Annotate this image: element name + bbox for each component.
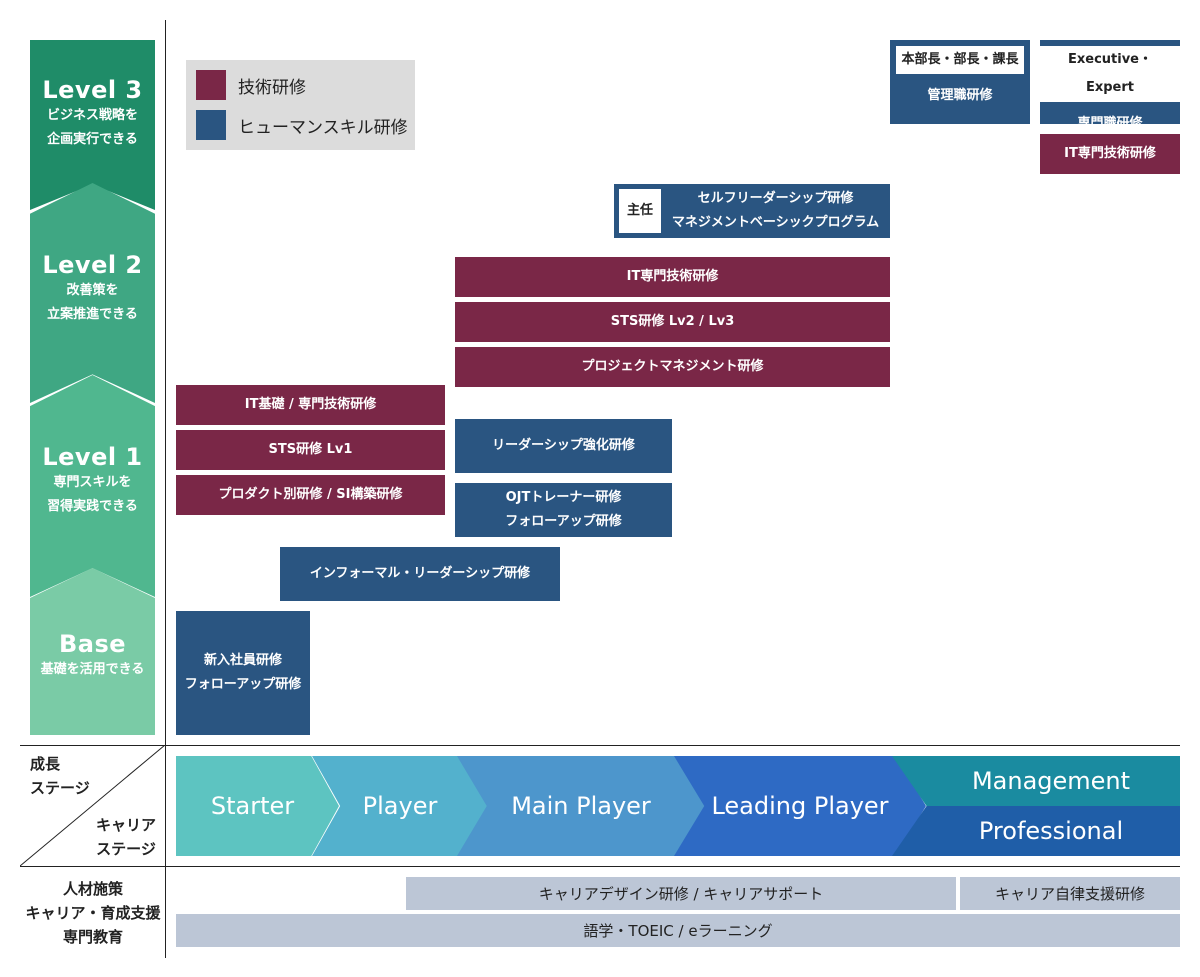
horizontal-divider-top [20,745,1180,746]
expert-tag: Executive・Expert [1040,46,1180,102]
level-3-desc-2: 企画実行できる [47,132,138,147]
hr-policy-line-3: 専門教育 [62,928,123,946]
level-base-desc: 基礎を活用できる [40,662,145,677]
level-2-arrow: Level 2 改善策を 立案推進できる [30,183,155,403]
it-specialist-box: IT専門技術研修 [455,257,890,297]
new-hire-line-1: 新入社員研修 [203,653,282,668]
stage-professional: Professional [892,806,1180,856]
legend-label-tech: 技術研修 [238,77,306,98]
horizontal-divider-bottom [20,866,1180,867]
ojt-trainer-box: OJTトレーナー研修 フォローアップ研修 [455,483,672,537]
chief-course-lines: セルフリーダーシップ研修 マネジメントベーシックプログラム [661,187,890,235]
level-1-desc-1: 専門スキルを [53,475,132,490]
ojt-line-1: OJTトレーナー研修 [505,490,622,505]
management-course-label: 管理職研修 [927,88,993,103]
diagonal-divider [20,745,166,867]
language-box: 語学・TOEIC / eラーニング [176,914,1180,947]
project-management-box: プロジェクトマネジメント研修 [455,347,890,387]
chief-course-line-2: マネジメントベーシックプログラム [671,215,880,230]
leadership-box: リーダーシップ強化研修 [455,419,672,473]
stage-starter: Starter [176,756,339,856]
expert-course-label: 専門職研修 [1077,116,1143,131]
growth-stage-label: 成長 ステージ [30,752,90,800]
stage-leading-player: Leading Player [674,756,926,856]
hr-policy-line-2: キャリア・育成支援 [25,904,161,922]
level-1-desc-2: 習得実践できる [47,499,138,514]
legend-swatch-human [196,110,226,140]
new-hire-box: 新入社員研修 フォローアップ研修 [176,611,310,735]
management-tag: 本部長・部長・課長 [896,46,1024,74]
vertical-divider [165,20,166,958]
chief-course-line-1: セルフリーダーシップ研修 [697,191,854,206]
level-3-desc-1: ビジネス戦略を [46,108,138,123]
it-basic-box: IT基礎 / 専門技術研修 [176,385,445,425]
growth-stage-line-2: ステージ [30,779,90,797]
level-3-arrow: Level 3 ビジネス戦略を 企画実行できる [30,40,155,210]
legend-item-tech: 技術研修 [196,70,306,100]
stage-management: Management [892,756,1180,806]
legend: 技術研修 ヒューマンスキル研修 [186,60,415,150]
legend-item-human: ヒューマンスキル研修 [196,110,408,140]
it-specialist-top-box: IT専門技術研修 [1040,134,1180,174]
informal-leadership-box: インフォーマル・リーダーシップ研修 [280,547,560,601]
expert-course-box: Executive・Expert 専門職研修 [1040,40,1180,131]
chief-tag: 主任 [619,189,662,233]
management-course-box: 本部長・部長・課長 管理職研修 [890,40,1030,124]
growth-stage-line-1: 成長 [30,755,61,773]
level-1-name: Level 1 [42,443,143,471]
level-1-arrow: Level 1 専門スキルを 習得実践できる [30,375,155,597]
sts-lv23-box: STS研修 Lv2 / Lv3 [455,302,890,342]
level-base-arrow: Base 基礎を活用できる [30,568,155,735]
career-stage-line-2: ステージ [96,840,156,858]
product-si-box: プロダクト別研修 / SI構築研修 [176,475,445,515]
career-self-box: キャリア自律支援研修 [960,877,1180,910]
sts-lv1-box: STS研修 Lv1 [176,430,445,470]
level-base-name: Base [58,630,127,658]
new-hire-line-2: フォローアップ研修 [184,677,302,692]
career-design-box: キャリアデザイン研修 / キャリアサポート [406,877,956,910]
hr-policy-line-1: 人材施策 [62,880,123,898]
legend-label-human: ヒューマンスキル研修 [238,117,408,138]
hr-policy-label: 人材施策 キャリア・育成支援 専門教育 [20,877,166,949]
career-stage-label: キャリア ステージ [96,813,156,861]
chief-course-box: 主任 セルフリーダーシップ研修 マネジメントベーシックプログラム [614,184,890,238]
stage-main-player: Main Player [457,756,705,856]
ojt-line-2: フォローアップ研修 [505,514,622,529]
legend-swatch-tech [196,70,226,100]
level-2-name: Level 2 [42,251,143,279]
level-2-desc-2: 立案推進できる [47,307,138,322]
level-2-desc-1: 改善策を [66,283,119,298]
career-stage-line-1: キャリア [96,816,157,834]
level-3-name: Level 3 [42,76,143,104]
stage-player: Player [312,756,488,856]
